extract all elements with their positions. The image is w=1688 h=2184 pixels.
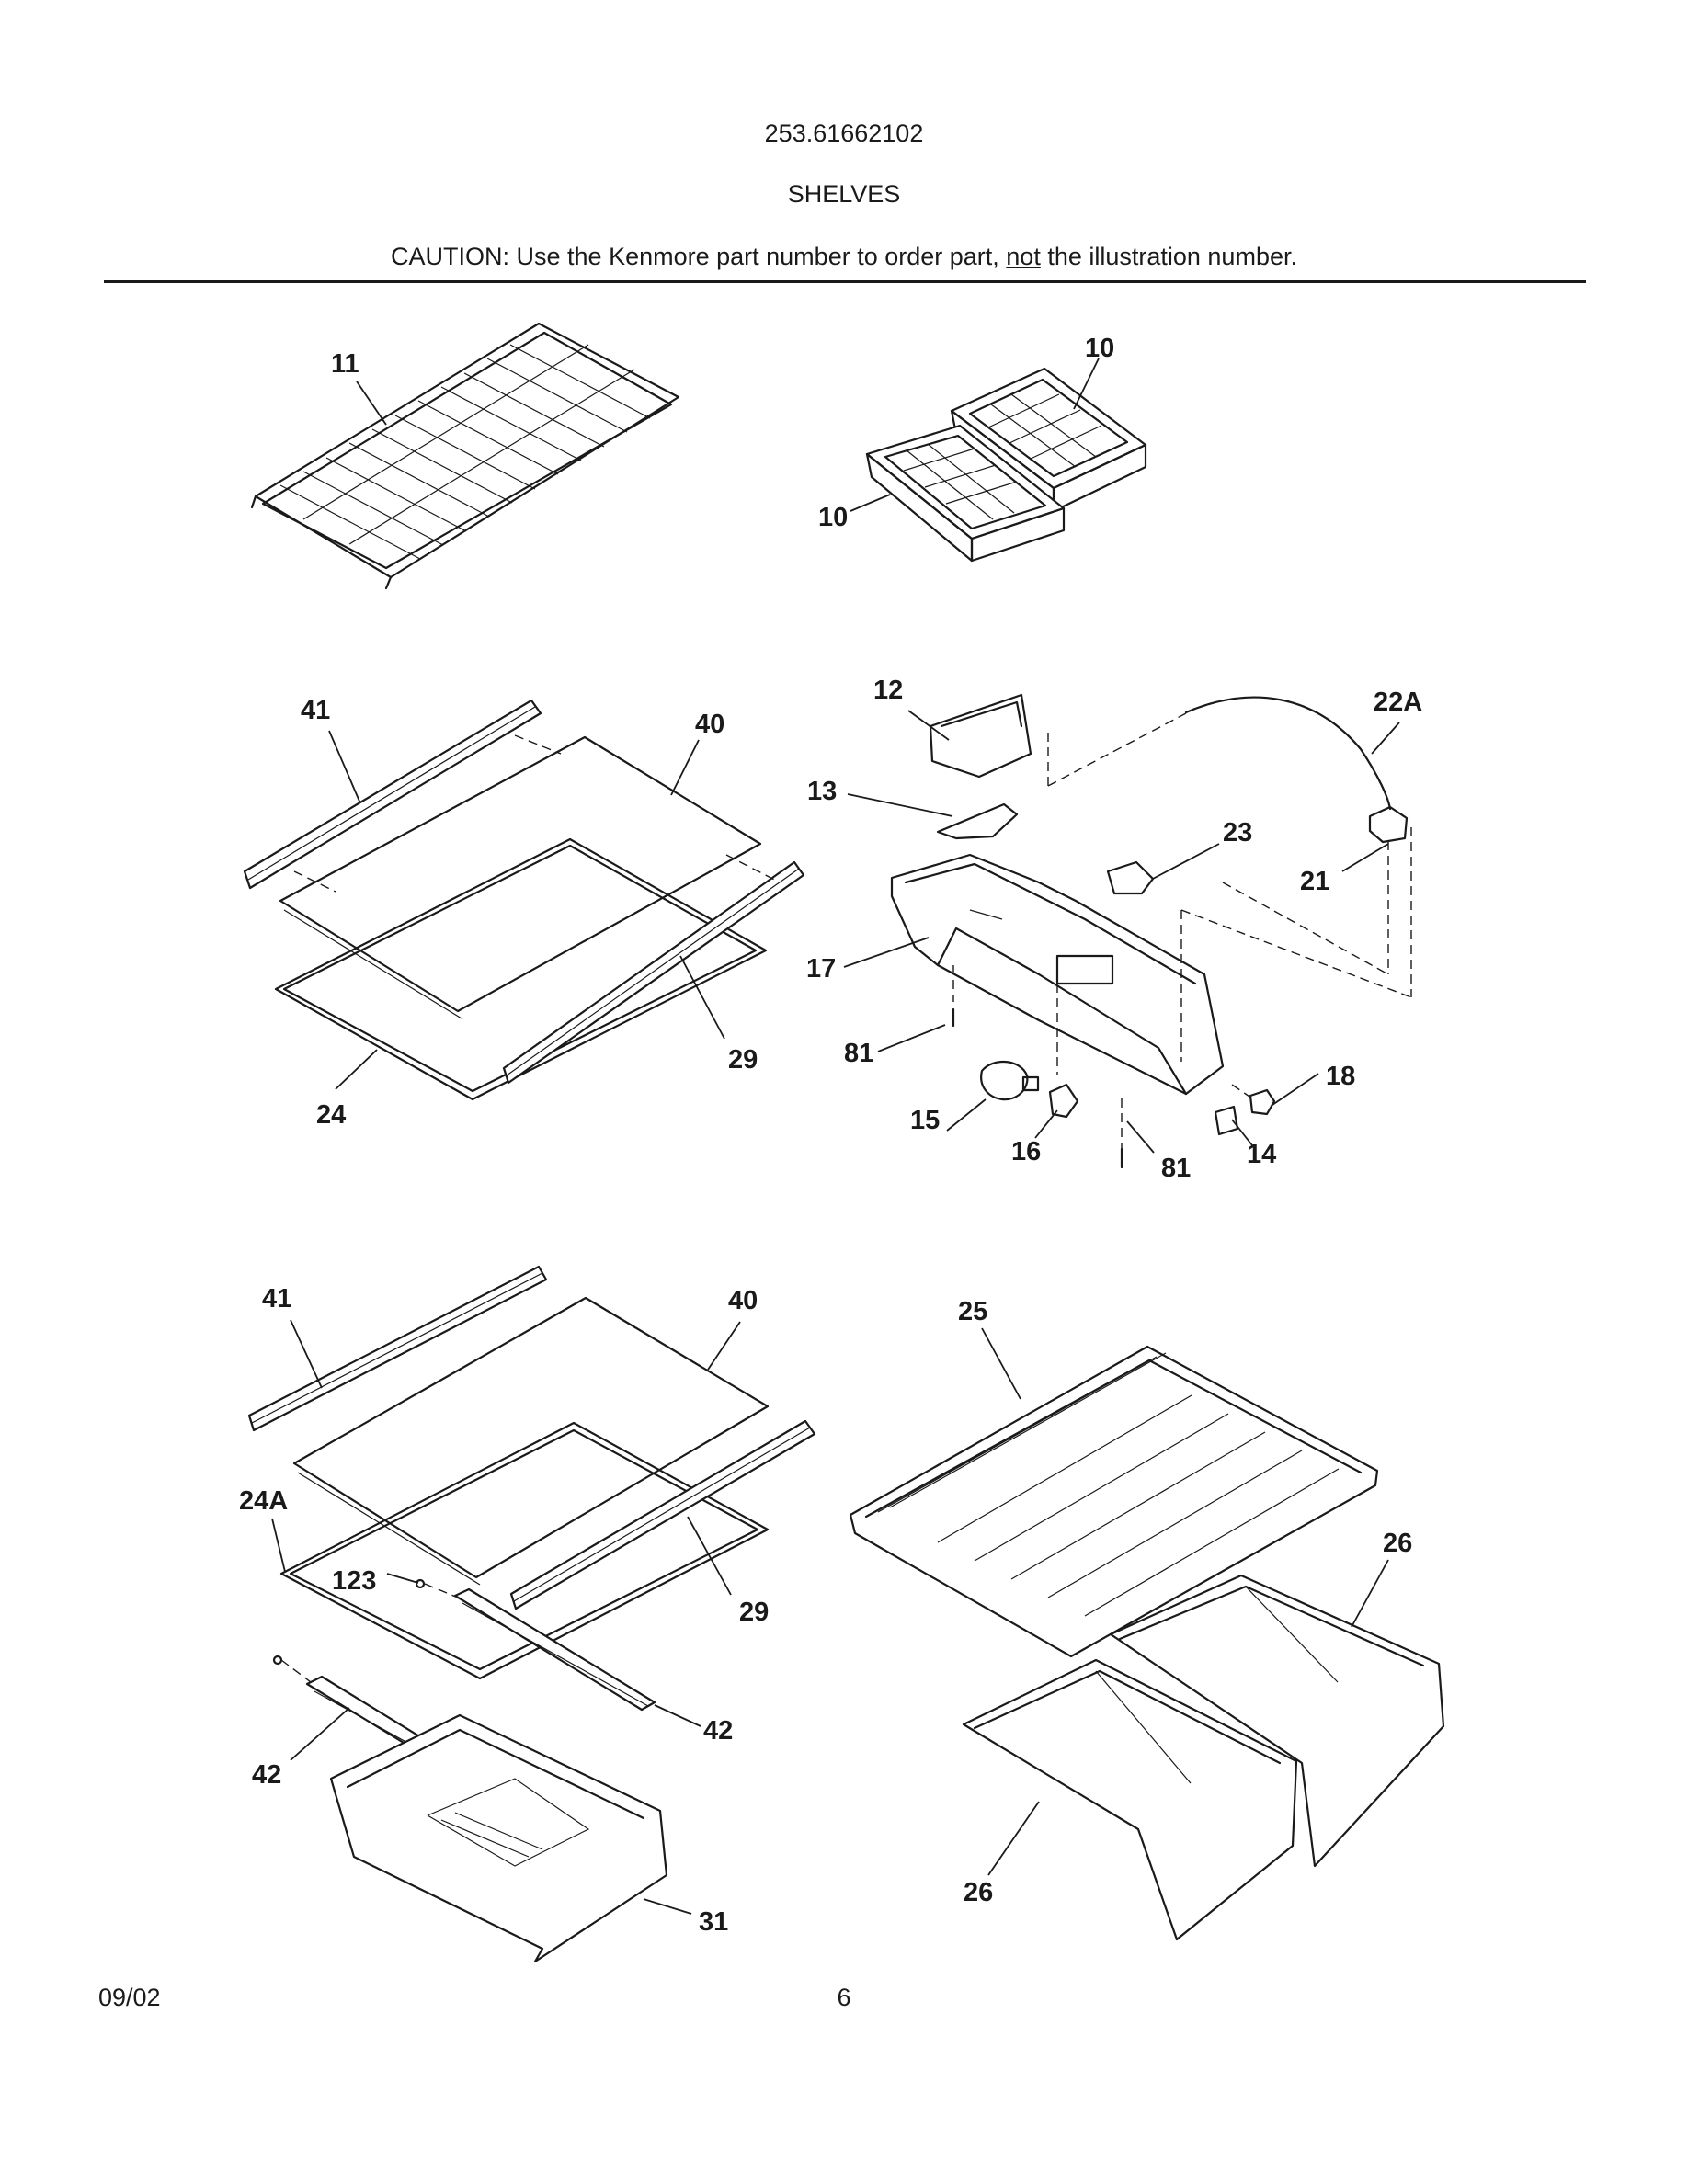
callout-leader-lines <box>271 358 1400 1915</box>
footer-page-number: 6 <box>837 1984 851 2011</box>
footer-date: 09/02 <box>98 1984 161 2011</box>
callout-17: 17 <box>806 954 836 984</box>
callout-41-lower: 41 <box>262 1284 291 1314</box>
ice-dispenser-drawing <box>890 693 1412 1169</box>
callout-26-left: 26 <box>964 1878 993 1907</box>
caution-note: CAUTION: Use the Kenmore part number to … <box>0 243 1688 271</box>
callout-11: 11 <box>331 349 359 379</box>
caution-suffix: the illustration number. <box>1040 243 1297 270</box>
callout-21: 21 <box>1300 867 1329 896</box>
callout-29-lower: 29 <box>739 1598 769 1627</box>
caution-emphasis: not <box>1006 243 1041 270</box>
lower-glass-shelf-drawing <box>247 1265 816 1963</box>
callout-16: 16 <box>1011 1137 1041 1166</box>
callout-31: 31 <box>699 1907 728 1937</box>
callout-81-left: 81 <box>844 1039 873 1068</box>
callout-labels: 11 10 10 41 40 29 24 12 13 22A 23 21 17 … <box>239 334 1422 1937</box>
callout-40-upper: 40 <box>695 710 724 739</box>
callout-13: 13 <box>807 777 837 806</box>
callout-24: 24 <box>316 1100 346 1130</box>
callout-12: 12 <box>873 676 903 705</box>
section-title: SHELVES <box>787 180 901 208</box>
callout-22a: 22A <box>1374 688 1422 717</box>
ice-tray-right-drawing <box>950 367 1147 513</box>
header-rule <box>104 280 1586 283</box>
callout-81-bottom: 81 <box>1161 1154 1191 1183</box>
callout-18: 18 <box>1326 1062 1355 1091</box>
ice-tray-left-drawing <box>865 424 1066 563</box>
callout-14: 14 <box>1247 1140 1276 1169</box>
callout-15: 15 <box>910 1106 940 1135</box>
callout-29-upper: 29 <box>728 1045 758 1075</box>
callout-41-upper: 41 <box>301 696 330 725</box>
callout-25: 25 <box>958 1297 987 1326</box>
callout-26-right: 26 <box>1383 1529 1412 1558</box>
model-number: 253.61662102 <box>764 119 924 147</box>
callout-24a: 24A <box>239 1486 288 1516</box>
upper-glass-shelf-drawing <box>243 699 805 1101</box>
wire-shelf-drawing <box>250 322 680 590</box>
caution-prefix: CAUTION: Use the Kenmore part number to … <box>391 243 1007 270</box>
callout-23: 23 <box>1223 818 1252 847</box>
callout-42-right: 42 <box>703 1716 733 1746</box>
callout-10-left: 10 <box>818 503 848 532</box>
callout-10-right: 10 <box>1085 334 1114 363</box>
crisper-assembly-drawing <box>849 1345 1445 1941</box>
callout-123: 123 <box>332 1566 376 1596</box>
callout-40-lower: 40 <box>728 1286 758 1315</box>
callout-42-left: 42 <box>252 1760 281 1790</box>
